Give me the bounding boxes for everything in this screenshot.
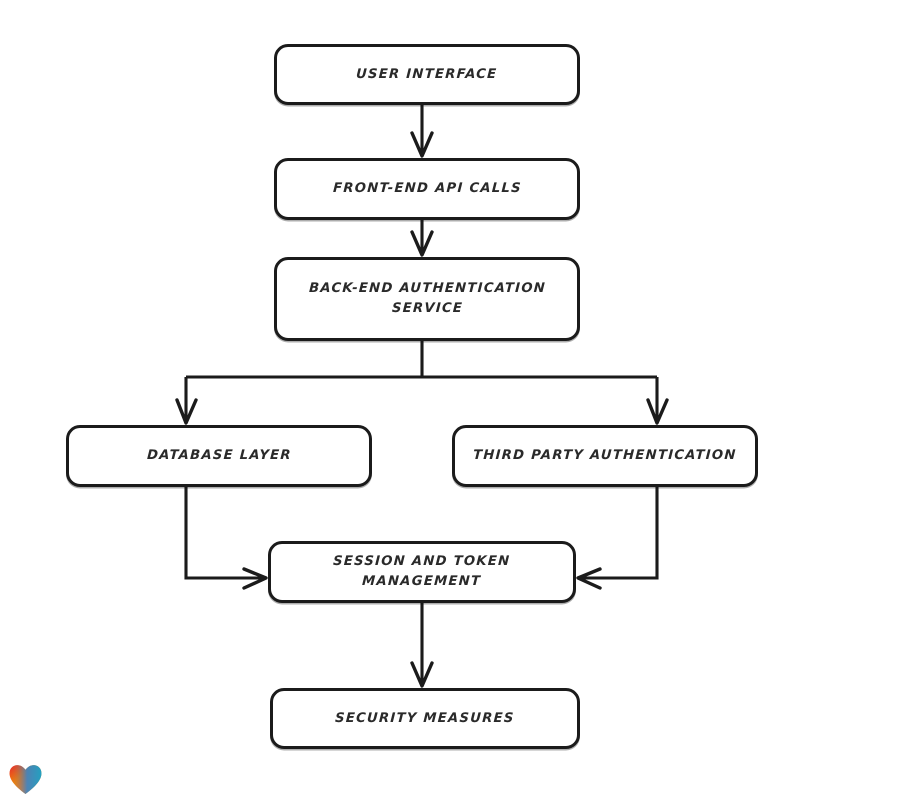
node-label-user-interface: User Interface [355, 66, 499, 82]
arrowhead-session-left [242, 567, 268, 590]
node-database-layer[interactable]: Database Layer [66, 425, 372, 487]
node-label-backend-auth-line2: Service [391, 301, 464, 316]
node-label-backend-auth-line1: Back-End Authentication [308, 281, 546, 297]
heart-icon [9, 765, 42, 794]
node-session-and-token-management[interactable]: Session and Token Management [268, 541, 576, 603]
node-label-database-layer: Database Layer [146, 448, 292, 464]
arrowhead-database [175, 398, 198, 425]
node-label-session-token-line2: Management [362, 574, 482, 589]
node-label-session-token-line1: Session and Token [332, 554, 512, 570]
arrowhead-thirdparty [646, 398, 669, 425]
node-label-frontend-api-calls: Front-End API Calls [332, 181, 522, 197]
node-security-measures[interactable]: Security Measures [270, 688, 580, 749]
arrowhead-security [410, 661, 434, 688]
node-user-interface[interactable]: User Interface [274, 44, 580, 105]
arrowhead-backend [410, 230, 434, 257]
node-label-third-party-authentication: Third Party Authentication [472, 448, 738, 464]
edge-thirdparty-to-session [579, 487, 659, 580]
arrowhead-session-right [576, 567, 602, 590]
node-third-party-authentication[interactable]: Third Party Authentication [452, 425, 758, 487]
edge-database-to-session [184, 487, 265, 580]
arrowhead-frontend [410, 131, 434, 158]
node-frontend-api-calls[interactable]: Front-End API Calls [274, 158, 580, 220]
node-backend-authentication-service[interactable]: Back-End Authentication Service [274, 257, 580, 341]
node-label-security-measures: Security Measures [334, 710, 516, 726]
